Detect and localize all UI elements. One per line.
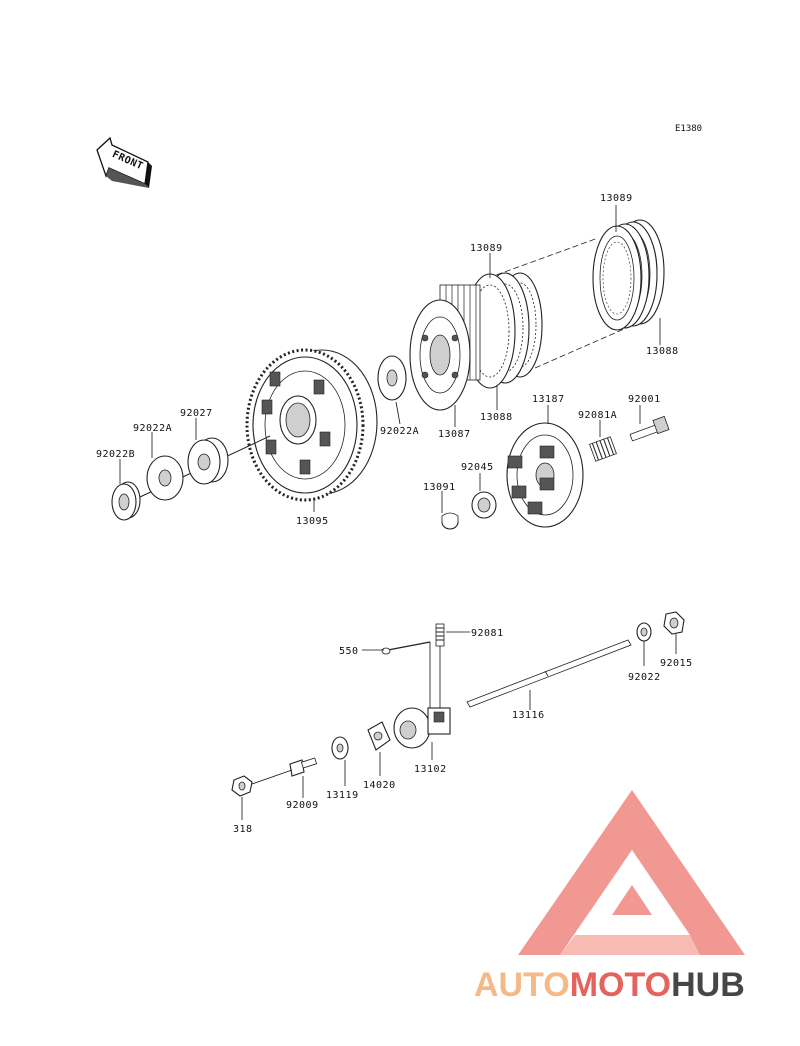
clutch-plate-stack-right [592, 219, 665, 331]
label-92022b: 92022B [96, 449, 135, 460]
front-arrow-icon: FRONT [96, 136, 152, 188]
nut-92015 [663, 611, 685, 635]
label-13091: 13091 [423, 482, 456, 493]
label-92015: 92015 [660, 658, 693, 669]
label-13095: 13095 [296, 516, 329, 527]
label-550: 550 [339, 646, 359, 657]
envelope-line-bottom [534, 321, 641, 369]
label-13088-right: 13088 [646, 346, 679, 357]
label-92081: 92081 [471, 628, 504, 639]
label-92027: 92027 [180, 408, 213, 419]
label-92022: 92022 [628, 672, 661, 683]
bearing-92045 [471, 491, 497, 519]
label-13089-mid: 13089 [470, 243, 503, 254]
label-92001: 92001 [628, 394, 661, 405]
label-13116: 13116 [512, 710, 545, 721]
clutch-hub [409, 272, 543, 411]
label-92009: 92009 [286, 800, 319, 811]
label-13102: 13102 [414, 764, 447, 775]
label-92022a-left: 92022A [133, 423, 172, 434]
cap-13091 [441, 512, 459, 530]
clutch-spring-92081a [589, 436, 617, 462]
label-13087: 13087 [438, 429, 471, 440]
label-92081a: 92081A [578, 410, 617, 421]
washer-92022 [636, 622, 652, 642]
spacer-92027 [187, 437, 229, 485]
clutch-housing-gear [245, 348, 378, 502]
watermark-logo [518, 790, 745, 955]
washer-92022a-left [146, 455, 184, 501]
bolt-92001 [629, 415, 670, 442]
watermark-text: AUTOMOTOHUB [474, 966, 745, 1004]
spring-92081 [435, 623, 445, 708]
label-318: 318 [233, 824, 253, 835]
bolt-92009 [289, 757, 318, 777]
pin-550 [381, 641, 431, 708]
label-13089-top: 13089 [600, 193, 633, 204]
washer-13119 [331, 736, 349, 760]
nut-318 [231, 769, 293, 797]
label-13187: 13187 [532, 394, 565, 405]
push-rod-13116 [466, 639, 632, 708]
pressure-plate [506, 422, 584, 528]
release-lever-13102 [393, 707, 451, 749]
label-92022a-right: 92022A [380, 426, 419, 437]
label-92045: 92045 [461, 462, 494, 473]
plate-14020 [367, 721, 391, 751]
washer-92022b [111, 481, 141, 521]
washer-92022a-right [377, 355, 407, 401]
envelope-line-top [487, 237, 599, 279]
label-14020: 14020 [363, 780, 396, 791]
label-13088-mid: 13088 [480, 412, 513, 423]
diagram-code: E1380 [675, 124, 702, 134]
label-13119: 13119 [326, 790, 359, 801]
